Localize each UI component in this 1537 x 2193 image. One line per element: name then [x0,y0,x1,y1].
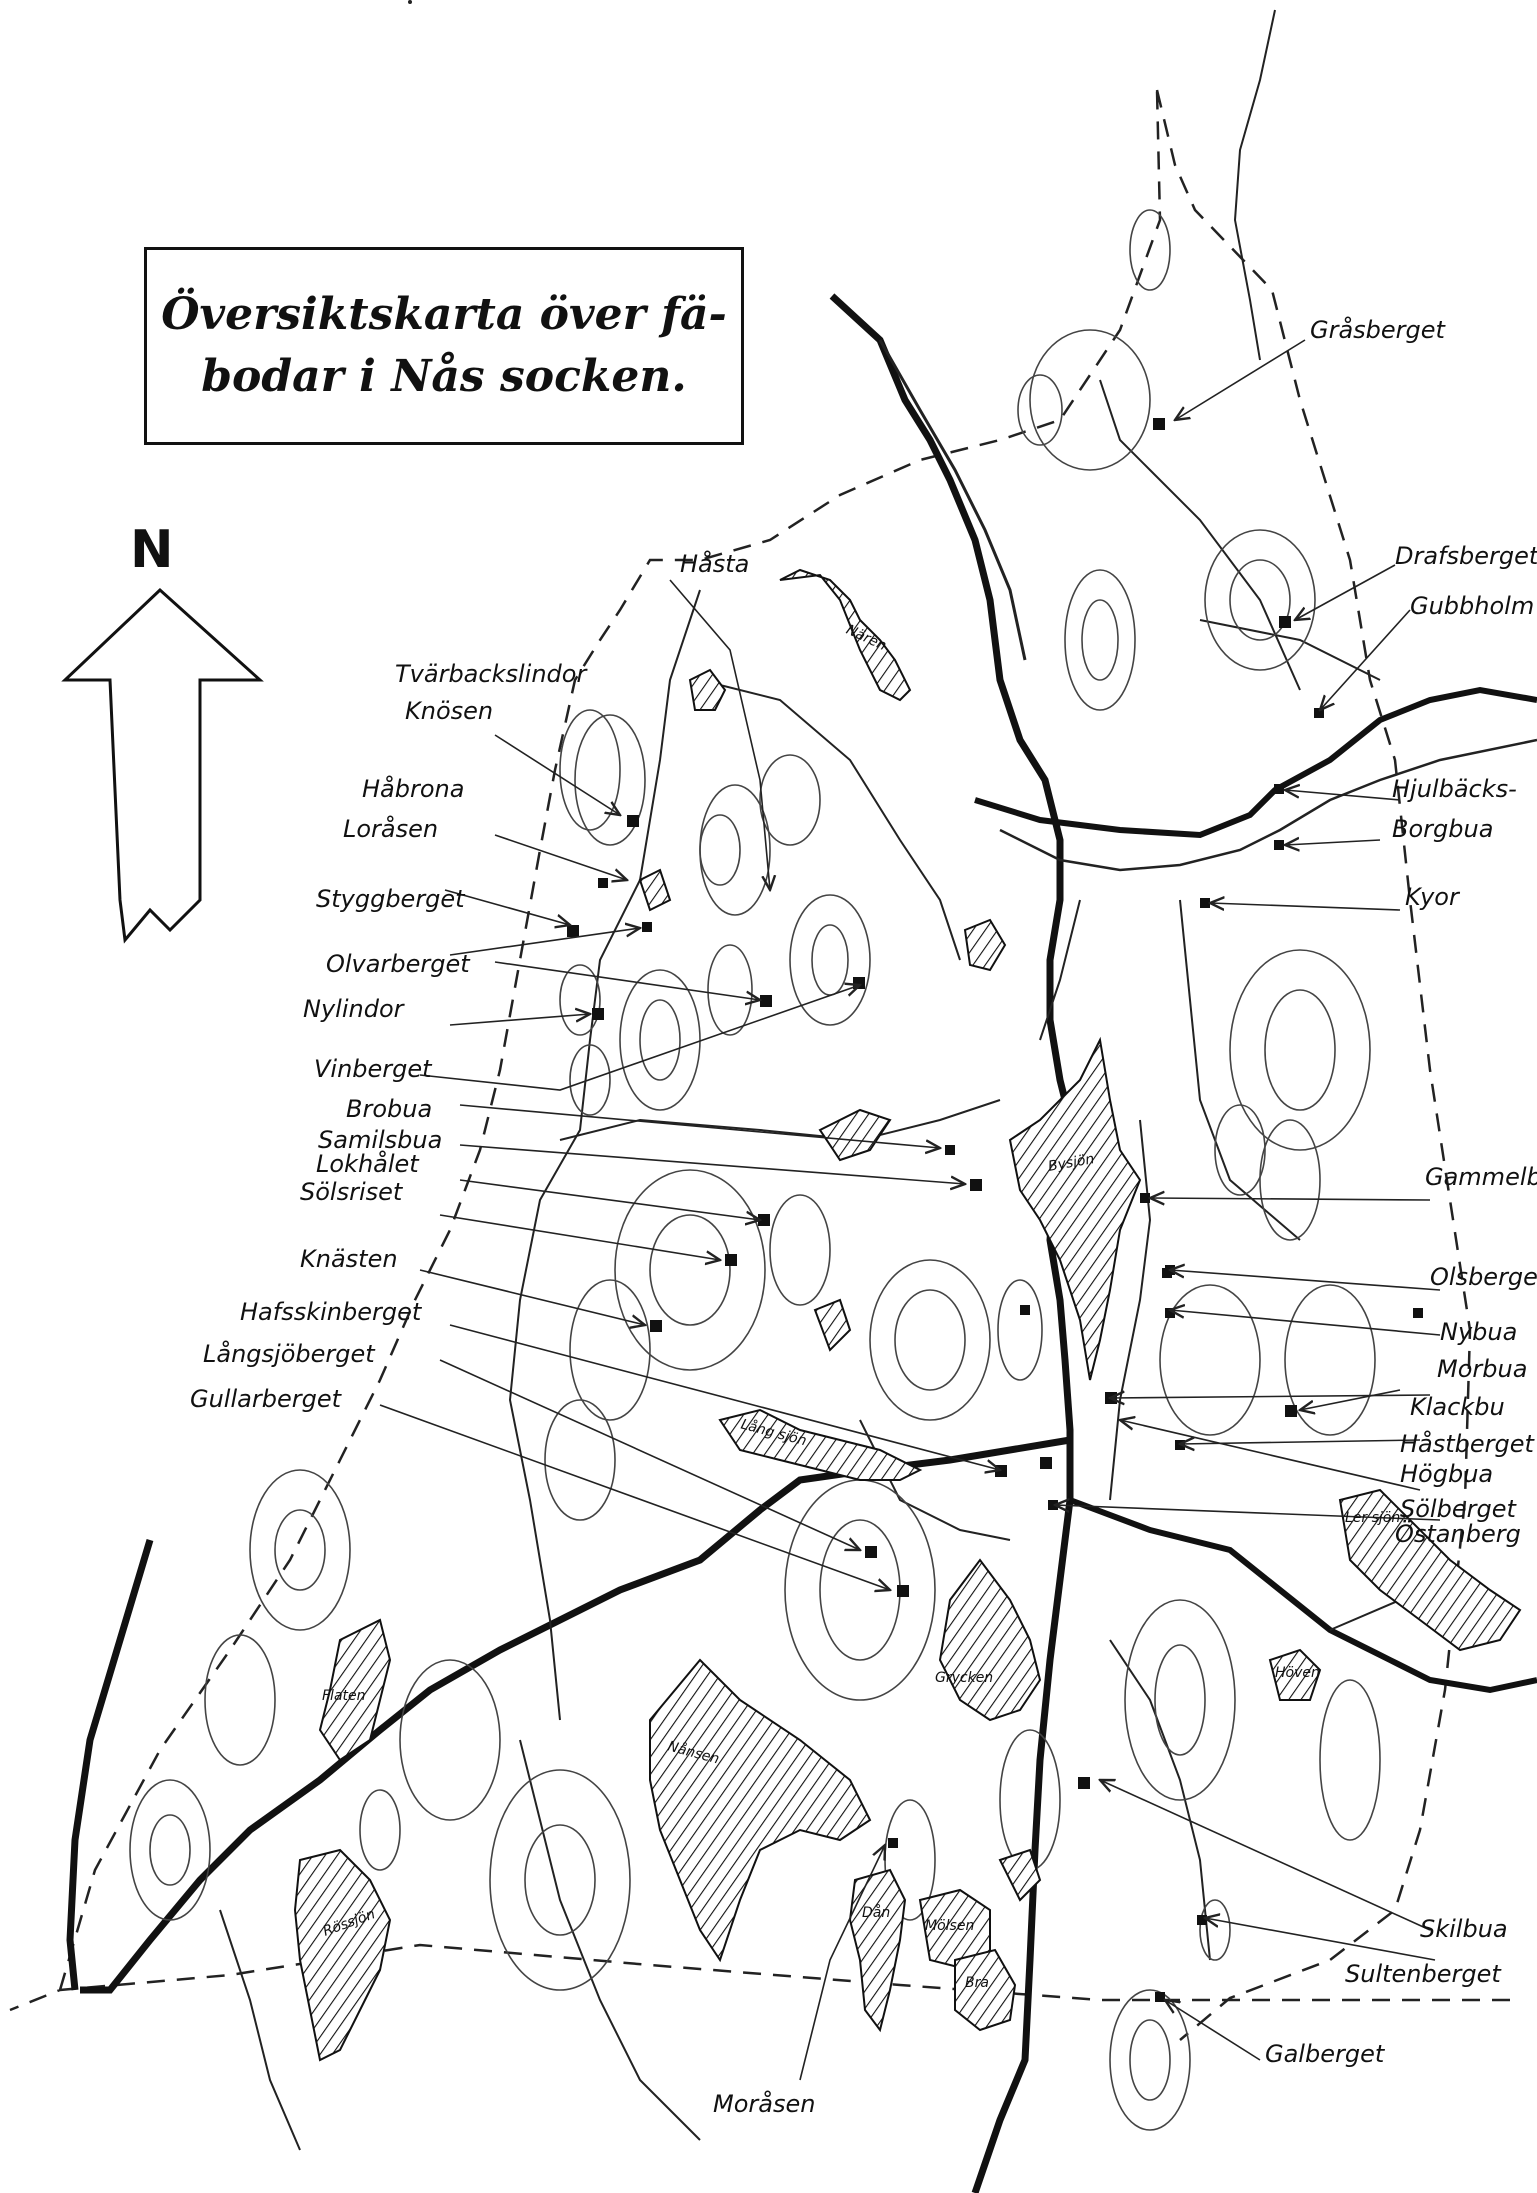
lake-label-brasjon: Bra [965,1975,989,1991]
label-samilsbua: Samilsbua [318,1126,443,1154]
lake-small-3 [818,1108,892,1162]
label-kyor: Kyor [1405,883,1459,911]
label-morbua: Morbua [1437,1355,1528,1383]
label-solsriset: Sölsriset [300,1178,403,1206]
label-knasten: Knästen [300,1245,398,1273]
contour-hills [129,209,1381,2131]
lake-hoven [1268,1648,1322,1701]
label-morasen: Moråsen [713,2090,816,2118]
lake-small-2 [963,918,1007,972]
lake-naren [779,568,912,702]
label-hjulbacks: Hjulbäcks- [1392,775,1517,803]
label-ostanberg: Östanberg [1395,1520,1521,1548]
label-brobua: Brobua [346,1095,433,1123]
label-solberget: Sölberget [1400,1495,1516,1523]
lake-label-grycken: Grycken [935,1670,994,1686]
label-hasta: Håsta [680,550,750,578]
label-knosen: Knösen [405,697,494,725]
leader-lines [379,339,1441,2081]
river-east-branch [974,686,1537,839]
lake-dan [848,1868,907,2033]
lake-label-hoven: Höven [1275,1665,1320,1681]
north-arrow-icon [61,587,264,944]
lake-small-6 [998,1848,1042,1902]
lake-small-4 [813,1298,852,1352]
lakes [293,568,1522,2062]
lake-brasjon [954,1948,1017,2032]
river-west [66,1538,154,1991]
map-title-line-2: bodar i Nås socken. [201,351,687,402]
lake-nansen [649,1658,872,1963]
lake-label-flaten: Flaten [322,1688,366,1704]
survey-point [408,0,412,4]
lake-langsjon [718,1408,923,1481]
lake-small-1 [688,668,727,711]
north-label: N [130,520,174,580]
river-southwest [80,1436,1071,1994]
label-borgbua: Borgbua [1392,815,1494,843]
label-sultenberget: Sultenberget [1345,1960,1501,1988]
river-east-branch-2 [999,738,1537,872]
label-lokhalet: Lokhålet [316,1150,419,1178]
label-habrona: Håbrona [362,775,465,803]
label-olvarberget: Olvarberget [326,950,470,978]
label-lorasen: Loråsen [343,815,439,843]
label-nylindor: Nylindor [303,995,404,1023]
label-galberget: Galberget [1265,2040,1385,2068]
label-hafsskinberget: Hafsskinberget [240,1298,422,1326]
lake-lersjon [1338,1488,1522,1652]
label-klackbua: Klackbu [1410,1393,1505,1421]
lake-label-molsen: Mölsen [925,1918,975,1934]
lake-small-5 [638,868,672,912]
river-north [1233,9,1276,361]
label-gubbholm: Gubbholm [1410,592,1535,620]
label-skilbua: Skilbua [1420,1915,1508,1943]
label-gammelb: Gammelb [1425,1163,1537,1191]
label-langsjoberget: Långsjöberget [203,1340,375,1368]
lake-bysjon [1008,1036,1142,1381]
label-vinberget: Vinberget [314,1055,432,1083]
label-hastberget: Håstberget [1400,1430,1534,1458]
label-styggberget: Styggberget [316,885,465,913]
lake-molsen [918,1888,991,1972]
lake-label-dan: Dån [862,1905,891,1921]
map-title-box: Översiktskarta över fä- bodar i Nås sock… [144,247,744,445]
label-tvarbackslindor: Tvärbackslindor [395,660,587,688]
map-title-line-1: Översiktskarta över fä- [161,289,727,340]
lake-label-lersjon: Ler sjön [1345,1510,1401,1526]
lake-grycken [938,1558,1042,1722]
label-gullarberget: Gullarberget [190,1385,341,1413]
label-hogbua: Högbua [1400,1460,1494,1488]
label-grasberget: Gråsberget [1310,316,1445,344]
river-parallel [878,339,1027,661]
label-olsberget: Olsberge [1430,1263,1537,1291]
lake-rossjon [293,1848,392,2062]
label-drafsberget: Drafsberget [1395,542,1537,570]
label-nybua: Nybua [1440,1318,1518,1346]
lake-flaten [318,1618,392,1762]
